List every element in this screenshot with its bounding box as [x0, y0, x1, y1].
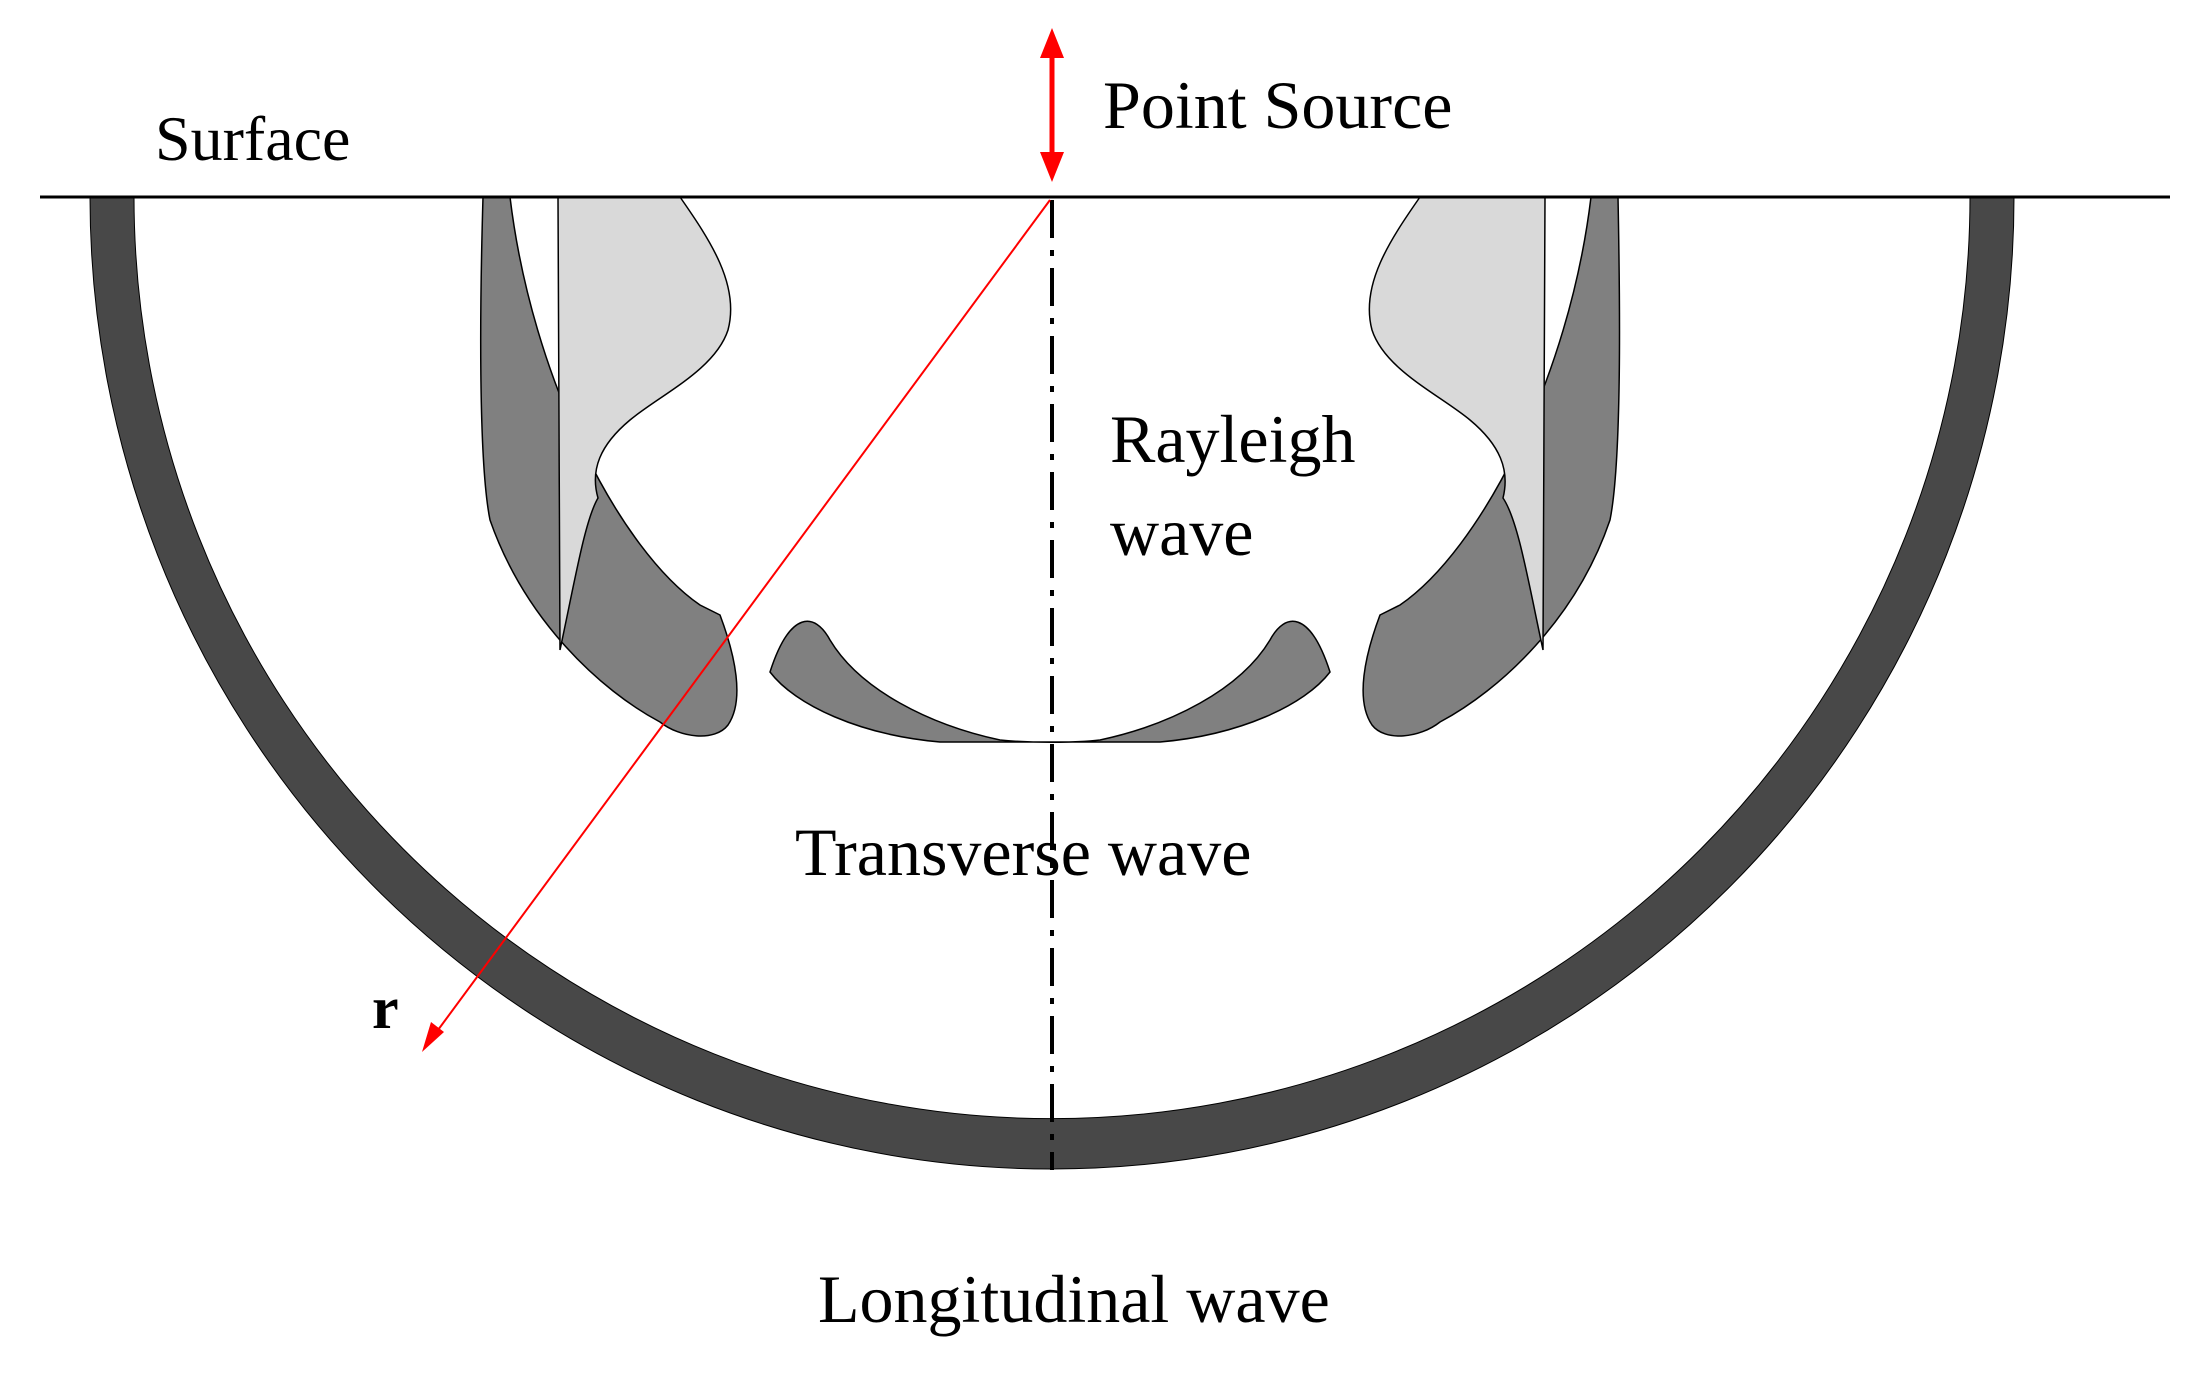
transverse-wave-band-bottom — [769, 620, 1331, 743]
surface-label: Surface — [155, 103, 350, 174]
rayleigh-wave-lobe-right — [1368, 196, 1546, 651]
rayleigh-wave-lobe-left — [557, 196, 732, 651]
rayleigh-label-line1: Rayleigh — [1110, 401, 1356, 477]
transverse-wave-band-left — [479, 196, 738, 737]
radius-arrow — [422, 199, 1051, 1052]
point-source-label: Point Source — [1103, 67, 1452, 143]
longitudinal-wave-label: Longitudinal wave — [818, 1261, 1330, 1337]
radius-label: r — [372, 975, 399, 1041]
rayleigh-label-line2: wave — [1110, 494, 1253, 570]
transverse-wave-band-right — [1362, 196, 1621, 737]
longitudinal-wave-band — [89, 196, 2015, 1170]
transverse-wave-label: Transverse wave — [795, 814, 1251, 890]
point-source-arrow — [1040, 28, 1064, 182]
